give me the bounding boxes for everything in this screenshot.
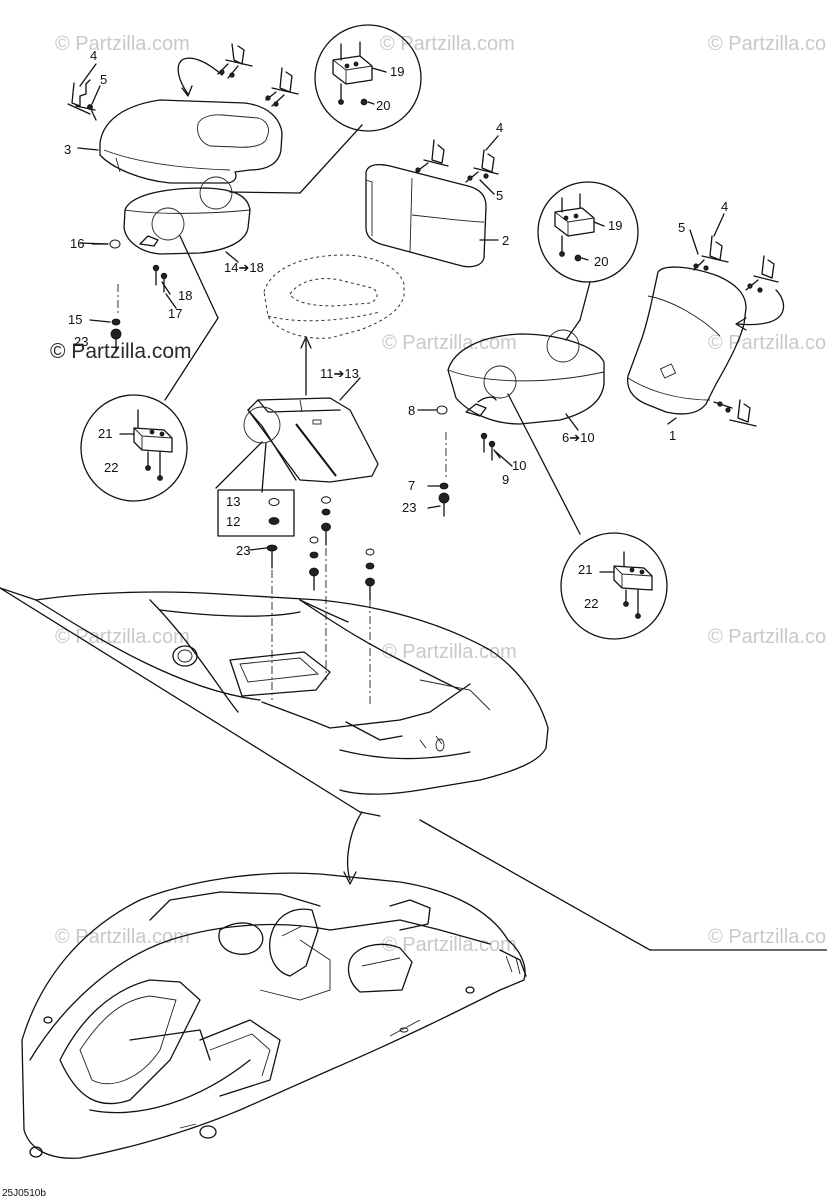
hardware-6 [417, 396, 497, 517]
callout-17: 17 [168, 306, 182, 321]
callout-5: 5 [100, 72, 107, 87]
bracket-part-1 [693, 235, 779, 427]
watermark: © Partzilla.com [708, 626, 827, 648]
watermark: © Partzilla.com [55, 626, 190, 648]
watermark: © Partzilla.com [380, 33, 515, 55]
callout-12: 12 [226, 514, 240, 529]
callout-7: 7 [408, 478, 415, 493]
callout-4: 4 [496, 120, 503, 135]
watermark: © Partzilla.com [382, 641, 517, 663]
watermark: © Partzilla.com [55, 33, 190, 55]
bracket-part-2 [415, 139, 499, 183]
detail-circle-19-20-right [537, 181, 639, 283]
watermarks: © Partzilla.com © Partzilla.com © Partzi… [50, 33, 827, 956]
callout-22: 22 [584, 596, 598, 611]
arrow-curve-3 [177, 57, 223, 95]
boat-deck-detail [0, 587, 827, 951]
arrow-to-boat [347, 811, 363, 881]
callout-19: 19 [608, 218, 622, 233]
watermark-dark: © Partzilla.com [50, 340, 192, 363]
callout-10: 10 [512, 458, 526, 473]
watermark: © Partzilla.com [708, 332, 827, 354]
part-1-backrest [626, 266, 747, 415]
boat-overview [21, 872, 527, 1159]
callouts: 1 2 3 4 4 4 5 5 5 6➔10 7 8 9 10 11➔13 12… [64, 48, 728, 611]
callout-15: 15 [68, 312, 82, 327]
part-2-backrest [365, 164, 487, 268]
callout-4: 4 [721, 199, 728, 214]
detail-circle-21-22-left [80, 394, 188, 502]
callout-14-18: 14➔18 [224, 260, 264, 275]
drawing-code: 25J0510b [2, 1188, 46, 1199]
callout-8: 8 [408, 403, 415, 418]
watermark: © Partzilla.com [55, 926, 190, 948]
callout-5: 5 [496, 188, 503, 203]
callout-11-13: 11➔13 [320, 366, 359, 381]
callout-23: 23 [402, 500, 416, 515]
callout-6-10: 6➔10 [562, 430, 595, 445]
part-6-seat [447, 329, 605, 425]
callout-9: 9 [502, 472, 509, 487]
callout-2: 2 [502, 233, 509, 248]
callout-23: 23 [74, 334, 88, 349]
watermark: © Partzilla.com [708, 926, 827, 948]
hardware-mounting [266, 496, 375, 705]
callout-23: 23 [236, 543, 250, 558]
part-11-base [243, 397, 379, 483]
callout-3: 3 [64, 142, 71, 157]
callout-16: 16 [70, 236, 84, 251]
leader-line [229, 191, 301, 194]
detail-circle-21-22-right [560, 532, 668, 640]
callout-22: 22 [104, 460, 118, 475]
bracket-right-of-3 [265, 67, 299, 107]
callout-19: 19 [390, 64, 404, 79]
callout-21: 21 [578, 562, 592, 577]
callout-13: 13 [226, 494, 240, 509]
box-12-13 [217, 489, 295, 537]
callout-20: 20 [594, 254, 608, 269]
callout-4: 4 [90, 48, 97, 63]
watermark: © Partzilla.com [708, 33, 827, 55]
bracket-top-center [217, 43, 253, 79]
callout-18: 18 [178, 288, 192, 303]
leader-lines [77, 63, 725, 551]
callout-5: 5 [678, 220, 685, 235]
callout-20: 20 [376, 98, 390, 113]
callout-1: 1 [669, 428, 676, 443]
watermark: © Partzilla.com [382, 934, 517, 956]
arrow-curve-1 [737, 289, 785, 326]
hardware-14 [79, 235, 168, 353]
part-14-seat [123, 176, 251, 255]
part-3-backrest [99, 99, 283, 184]
watermark: © Partzilla.com [382, 332, 517, 354]
detail-circle-19-20-top [314, 24, 422, 132]
part-11-outline [263, 254, 405, 339]
callout-21: 21 [98, 426, 112, 441]
bracket-4-left [67, 79, 97, 121]
